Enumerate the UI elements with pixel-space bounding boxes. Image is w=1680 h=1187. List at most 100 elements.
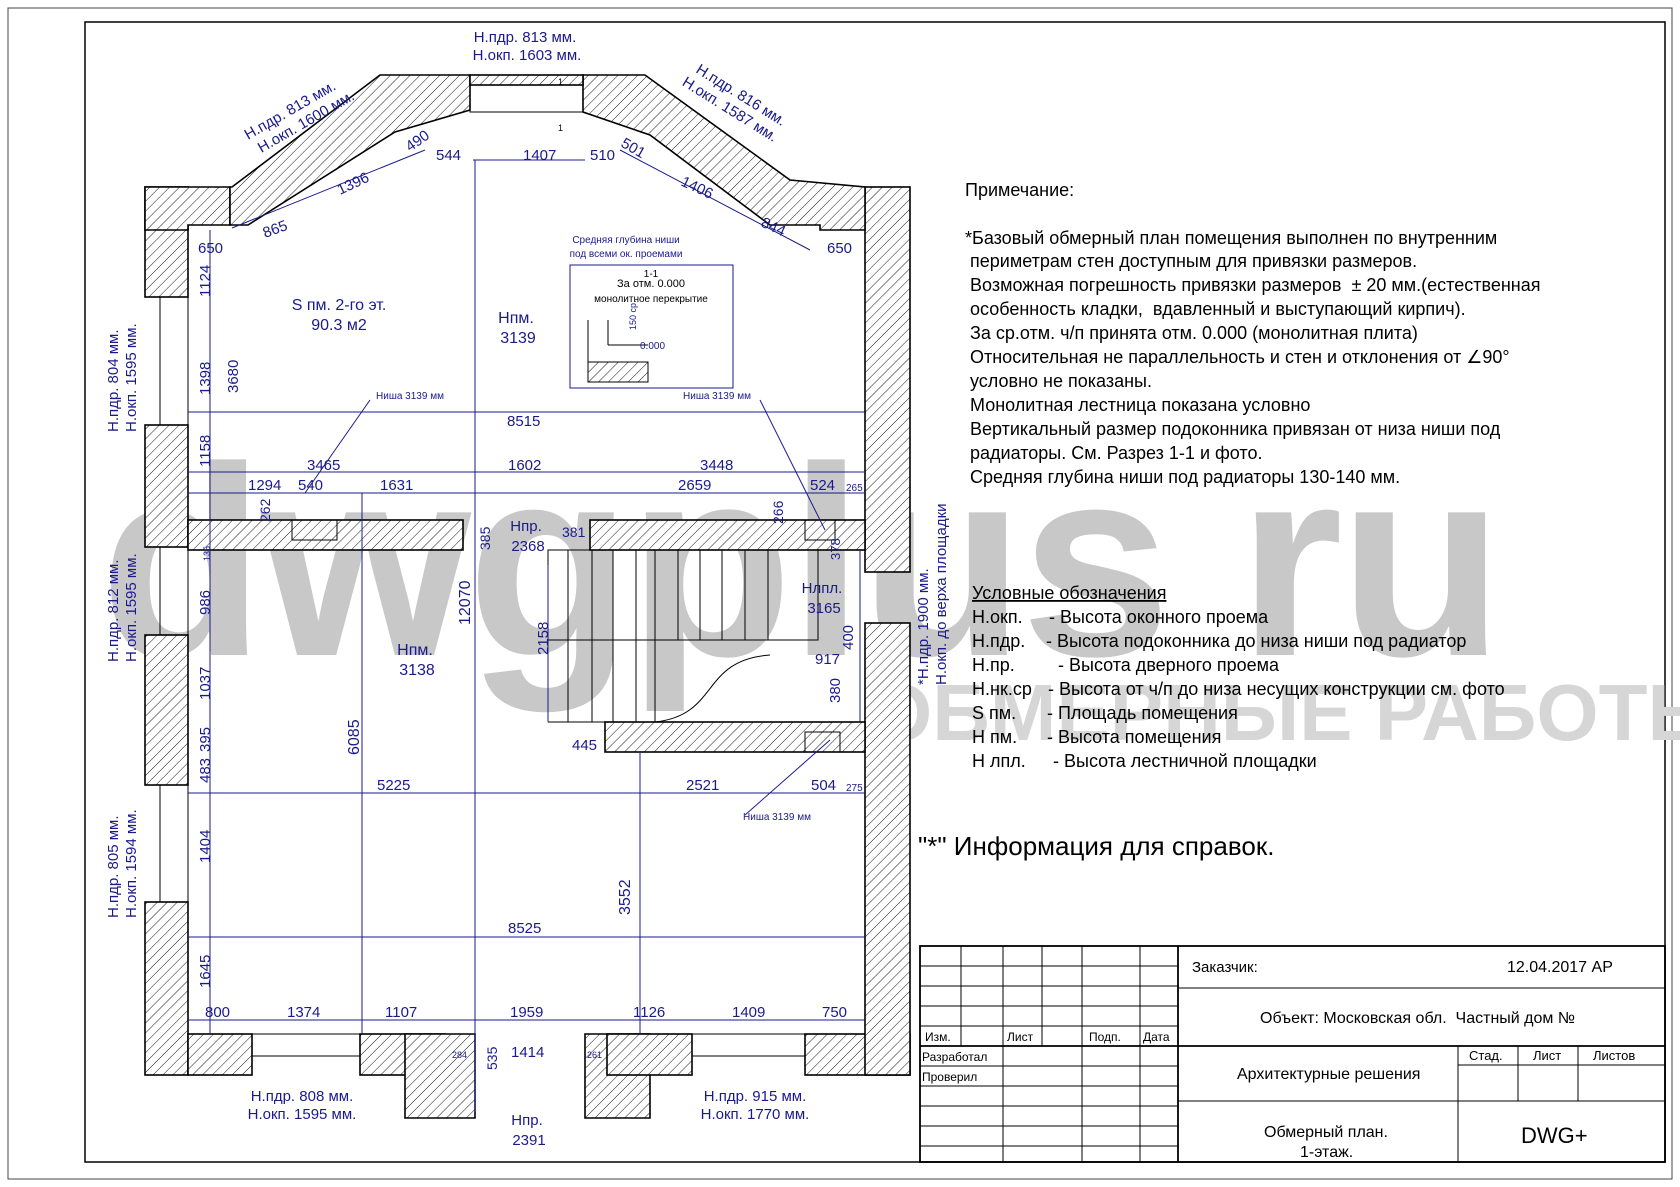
notes-line-2: Возможная погрешность привязки размеров … bbox=[965, 275, 1540, 295]
dim-135: 135 bbox=[202, 546, 212, 561]
watermark-sub: ОБМЕРНЫЕ РАБОТЫ bbox=[870, 668, 1680, 757]
dim-504: 504 bbox=[811, 777, 836, 794]
window-left-middle-open: Н.окп. 1595 мм. bbox=[123, 553, 140, 662]
section-mark-bottom: 1 bbox=[558, 123, 563, 133]
dim-3465: 3465 bbox=[307, 457, 340, 474]
dim-510: 510 bbox=[590, 147, 615, 164]
legend-desc-4: - Площадь помещения bbox=[1047, 703, 1238, 723]
dim-544: 544 bbox=[436, 147, 461, 164]
section-mark-top: 1 bbox=[558, 77, 563, 87]
notes-line-0: *Базовый обмерный план помещения выполне… bbox=[965, 228, 1497, 248]
door-bottom-label: Нпр. bbox=[511, 1112, 542, 1129]
notes-line-4: За ср.отм. ч/п принята отм. 0.000 (монол… bbox=[965, 323, 1418, 343]
title-block bbox=[919, 945, 1666, 1163]
dim-1294: 1294 bbox=[248, 477, 281, 494]
tb-listov: Листов bbox=[1593, 1048, 1635, 1063]
dim-1396: 1396 bbox=[335, 169, 372, 199]
dim-1158: 1158 bbox=[197, 435, 214, 467]
tb-code: DWG+ bbox=[1521, 1123, 1588, 1148]
tb-col-podp: Подп. bbox=[1089, 1030, 1121, 1044]
legend-key-4: S пм. bbox=[972, 703, 1016, 723]
dim-8525: 8525 bbox=[508, 920, 541, 937]
dim-501: 501 bbox=[618, 135, 648, 162]
upper-area-value: 90.3 м2 bbox=[311, 317, 367, 334]
section-title-1: Средняя глубина ниши bbox=[572, 234, 679, 246]
dim-1631: 1631 bbox=[380, 477, 413, 494]
notes-line-7: Монолитная лестница показана условно bbox=[965, 395, 1310, 415]
tb-customer-label: Заказчик: bbox=[1192, 959, 1258, 976]
dim-986: 986 bbox=[197, 590, 214, 615]
dim-265: 265 bbox=[846, 483, 863, 494]
tb-developed: Разработал bbox=[922, 1050, 987, 1064]
dim-865: 865 bbox=[261, 217, 290, 242]
window-left-lower-open: Н.окп. 1594 мм. bbox=[123, 809, 140, 918]
dim-1409: 1409 bbox=[732, 1004, 765, 1021]
dim-381: 381 bbox=[562, 524, 586, 540]
notes-line-3: особенность кладки, вдавленный и выступа… bbox=[965, 299, 1466, 319]
dim-6085: 6085 bbox=[346, 719, 363, 755]
dim-917: 917 bbox=[815, 651, 840, 668]
dim-8515: 8515 bbox=[507, 413, 540, 430]
window-top-center-sill: Н.пдр. 813 мм. bbox=[474, 29, 577, 46]
legend-key-6: Н лпл. bbox=[972, 751, 1026, 771]
notes-line-6: условно не показаны. bbox=[965, 371, 1152, 391]
window-landing-open: Н.окп. до верха площадки bbox=[933, 503, 950, 685]
tb-plan-line1: Обмерный план. bbox=[1264, 1124, 1388, 1141]
lower-height-label: Нпм. bbox=[397, 642, 433, 659]
outer-frame bbox=[7, 7, 1673, 1180]
dim-650-left: 650 bbox=[198, 240, 223, 257]
window-landing-sill: *Н.пдр. 1900 мм. bbox=[915, 568, 932, 685]
notes-line-9: радиаторы. См. Разрез 1-1 и фото. bbox=[965, 443, 1262, 463]
legend-key-2: Н.пр. bbox=[972, 655, 1015, 675]
walls bbox=[144, 74, 911, 1119]
upper-area-label: S пм. 2-го эт. bbox=[292, 297, 387, 314]
window-left-upper-sill: Н.пдр. 804 мм. bbox=[105, 329, 122, 432]
dim-3448: 3448 bbox=[700, 457, 733, 474]
section-level: За отм. 0.000 bbox=[617, 278, 685, 290]
title-block-text: Заказчик: 12.04.2017 АР Объект: Московск… bbox=[922, 959, 1635, 1161]
dim-1407: 1407 bbox=[523, 147, 556, 164]
dim-1124: 1124 bbox=[197, 265, 214, 297]
dim-2521: 2521 bbox=[686, 777, 719, 794]
landing-value: 3165 bbox=[807, 600, 840, 617]
landing-label: Нлпл. bbox=[802, 580, 843, 597]
dim-1959: 1959 bbox=[510, 1004, 543, 1021]
dim-750: 750 bbox=[822, 1004, 847, 1021]
dim-5225: 5225 bbox=[377, 777, 410, 794]
inner-frame bbox=[84, 21, 1666, 1163]
dim-3552: 3552 bbox=[617, 879, 634, 915]
tb-checked: Проверил bbox=[922, 1070, 977, 1084]
dim-1037: 1037 bbox=[197, 667, 214, 700]
dim-275: 275 bbox=[846, 783, 863, 794]
lower-height-value: 3138 bbox=[399, 662, 435, 679]
niche-left-label: Ниша 3139 мм bbox=[376, 391, 444, 402]
dim-524: 524 bbox=[810, 477, 835, 494]
door-top-label: Нпр. bbox=[510, 518, 541, 535]
dim-1602: 1602 bbox=[508, 457, 541, 474]
dim-650-right: 650 bbox=[827, 240, 852, 257]
legend-desc-6: - Высота лестничной площадки bbox=[1053, 751, 1317, 771]
legend-key-5: Н пм. bbox=[972, 727, 1017, 747]
dim-1414: 1414 bbox=[511, 1044, 544, 1061]
tb-object: Объект: Московская обл. Частный дом № bbox=[1260, 1010, 1575, 1027]
dim-400: 400 bbox=[840, 625, 857, 650]
dim-445: 445 bbox=[572, 737, 597, 754]
upper-height-label: Нпм. bbox=[498, 310, 534, 327]
dimension-lines bbox=[188, 149, 865, 1112]
dim-1374: 1374 bbox=[287, 1004, 320, 1021]
staircase bbox=[547, 549, 819, 723]
window-top-center-open: Н.окп. 1603 мм. bbox=[473, 47, 582, 64]
legend-desc-2: - Высота дверного проема bbox=[1058, 655, 1280, 675]
tb-col-data: Дата bbox=[1143, 1030, 1170, 1044]
notes-line-8: Вертикальный размер подоконника привязан… bbox=[965, 419, 1501, 439]
tb-col-list: Лист bbox=[1007, 1030, 1034, 1044]
legend-key-3: Н.нк.ср bbox=[972, 679, 1032, 699]
legend-title: Условные обозначения bbox=[972, 583, 1166, 603]
dim-262: 262 bbox=[257, 498, 273, 522]
dim-378: 378 bbox=[828, 538, 843, 560]
legend-desc-1: - Высота подоконника до низа ниши под ра… bbox=[1046, 631, 1466, 651]
dim-800: 800 bbox=[205, 1004, 230, 1021]
dim-535: 535 bbox=[484, 1046, 500, 1070]
window-left-middle-sill: Н.пдр. 812 мм. bbox=[105, 559, 122, 662]
